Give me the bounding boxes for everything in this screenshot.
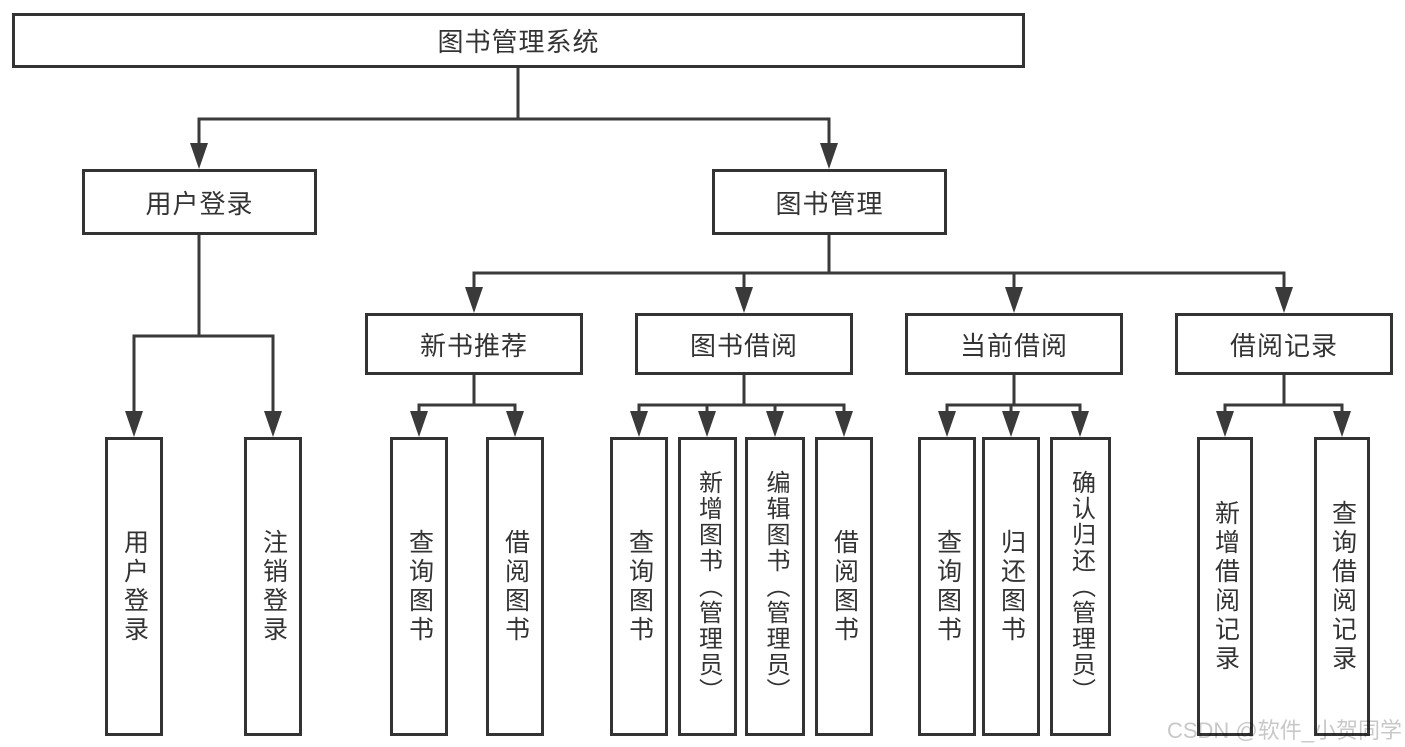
node-label: 新增图书（管理员）: [694, 469, 722, 704]
node-user-login: 用户登录: [82, 169, 317, 235]
node-label: 注销登录: [259, 528, 288, 645]
leaf-add-borrow-record: 新增借阅记录: [1197, 437, 1253, 736]
node-label: 查询图书: [625, 528, 654, 645]
node-book-management: 图书管理: [712, 169, 947, 235]
node-label: 借阅图书: [501, 528, 530, 645]
node-label: 用户登录: [120, 528, 149, 645]
leaf-query-books-current: 查询图书: [918, 437, 976, 736]
node-label: 新书推荐: [419, 330, 528, 361]
node-label: 查询图书: [405, 528, 434, 645]
leaf-add-books-admin: 新增图书（管理员）: [678, 437, 737, 736]
leaf-query-books-borrow: 查询图书: [610, 437, 668, 736]
csdn-watermark: CSDN @软件_小贺同学: [1166, 718, 1402, 743]
leaf-return-books: 归还图书: [982, 437, 1040, 736]
leaf-logout: 注销登录: [244, 437, 302, 736]
node-label: 用户登录: [145, 188, 254, 219]
node-label: 图书管理: [775, 188, 884, 219]
node-book-borrow: 图书借阅: [635, 313, 853, 375]
leaf-query-books-recommend: 查询图书: [390, 437, 448, 736]
node-label: 确认归还（管理员）: [1067, 469, 1095, 704]
node-new-book-recommend: 新书推荐: [365, 313, 583, 375]
node-label: 编辑图书（管理员）: [762, 469, 789, 704]
node-label: 借阅记录: [1229, 330, 1338, 361]
leaf-query-borrow-record: 查询借阅记录: [1314, 437, 1370, 736]
node-borrow-records: 借阅记录: [1175, 313, 1393, 375]
leaf-edit-books-admin: 编辑图书（管理员）: [745, 437, 805, 736]
node-label: 图书管理系统: [437, 27, 600, 57]
node-label: 查询图书: [933, 528, 962, 645]
node-label: 借阅图书: [830, 528, 859, 645]
node-label: 归还图书: [997, 528, 1026, 645]
leaf-confirm-return-admin: 确认归还（管理员）: [1050, 437, 1111, 736]
node-library-management-system: 图书管理系统: [12, 13, 1025, 68]
node-current-borrow: 当前借阅: [905, 313, 1123, 375]
leaf-borrow-books-recommend: 借阅图书: [486, 437, 544, 736]
node-label: 图书借阅: [689, 330, 798, 361]
node-label: 查询借阅记录: [1328, 499, 1357, 674]
node-label: 当前借阅: [959, 330, 1068, 361]
node-label: 新增借阅记录: [1211, 499, 1240, 674]
leaf-user-login: 用户登录: [105, 437, 163, 736]
leaf-borrow-books: 借阅图书: [815, 437, 873, 736]
